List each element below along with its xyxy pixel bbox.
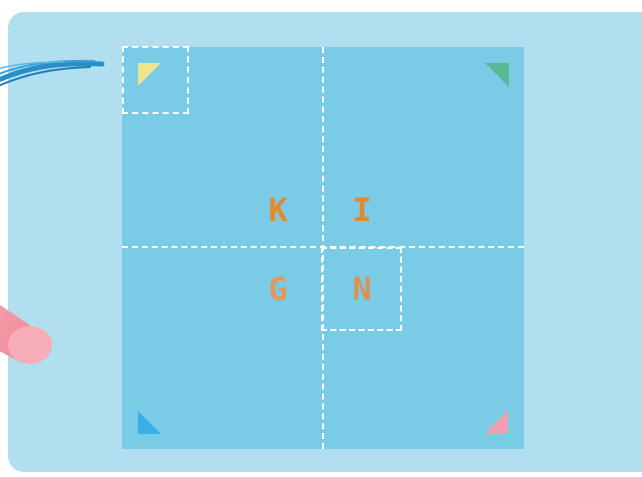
bottom-left-corner-marker [138, 411, 161, 434]
letter-tile-n[interactable]: N [342, 269, 382, 309]
bottom-right-corner-marker [484, 410, 508, 434]
game-board: K I G N [122, 47, 524, 449]
top-left-corner-marker [138, 63, 161, 86]
letter-tile-k[interactable]: K [258, 190, 298, 230]
letter-tile-i[interactable]: I [342, 190, 382, 230]
letter-tile-g[interactable]: G [258, 269, 298, 309]
top-right-corner-marker [485, 63, 509, 87]
paint-streak-icon [0, 52, 106, 92]
crayon-icon [0, 290, 60, 370]
